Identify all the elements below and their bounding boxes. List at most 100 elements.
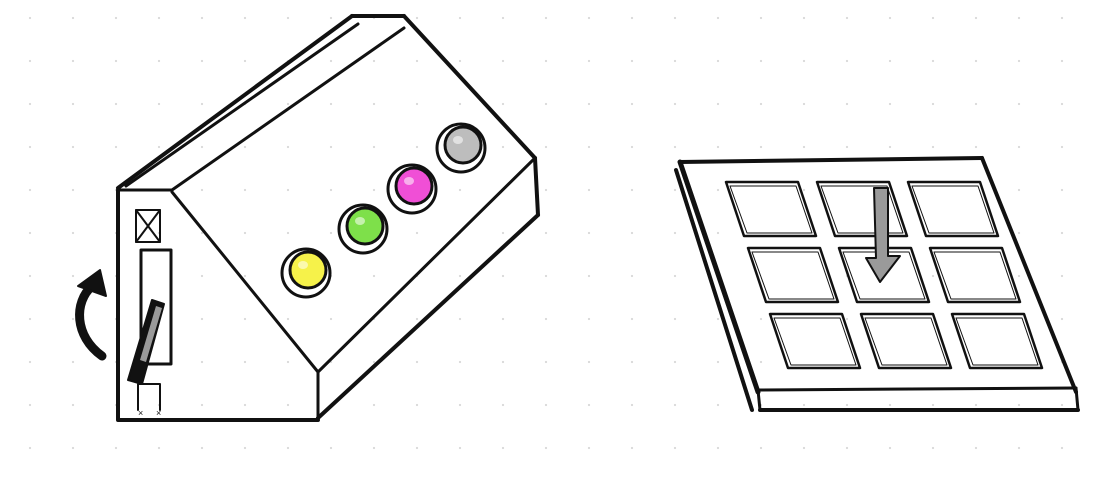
grid-dot [544,16,548,20]
grid-dot [28,317,32,321]
grid-dot [673,360,677,364]
grid-dot [200,403,204,407]
box-ridge-inner [124,22,360,188]
grid-dot [243,360,247,364]
grid-dot [630,231,634,235]
keypad-right-edge [980,156,1078,394]
keypad [674,156,1080,412]
grid-dot [501,446,505,450]
grid-dot [501,16,505,20]
keypad-key[interactable] [906,180,1000,238]
grid-dot [716,446,720,450]
grid-dot [544,231,548,235]
grid-dot [845,59,849,63]
keypad-key[interactable] [768,312,862,370]
grid-dot [888,446,892,450]
grid-dot [372,102,376,106]
grid-dot [888,59,892,63]
grid-dot [974,59,978,63]
grid-dot [888,102,892,106]
grid-dot [458,446,462,450]
keypad-left-edge-thick [674,168,754,412]
panel-button[interactable] [280,247,332,299]
grid-dot [114,145,118,149]
grid-dot [673,274,677,278]
grid-dot [1060,16,1064,20]
grid-dot [458,360,462,364]
grid-dot [28,274,32,278]
grid-dot [28,16,32,20]
box-side-panel [116,188,320,422]
panel-button[interactable] [386,163,438,215]
grid-dot [1060,231,1064,235]
panel-button[interactable] [337,203,389,255]
grid-dot [759,145,763,149]
grid-dot [716,59,720,63]
grid-dot [71,145,75,149]
grid-dot [200,145,204,149]
grid-dot [845,403,849,407]
keypad-key[interactable] [950,312,1044,370]
grid-dot [243,59,247,63]
grid-dot [587,403,591,407]
key-grid [724,180,1044,370]
grid-dot [243,446,247,450]
keypad-key[interactable] [928,246,1022,304]
grid-dot [372,145,376,149]
grid-dot [28,231,32,235]
grid-dot [329,317,333,321]
keypad-front-top [756,386,1078,392]
grid-dot [1017,102,1021,106]
grid-dot [974,446,978,450]
keypad-key[interactable] [815,180,909,238]
panel-button[interactable] [435,122,487,174]
keypad-key[interactable] [859,312,953,370]
grid-dot [1060,102,1064,106]
grid-dot [28,59,32,63]
box-right-vertical [533,156,540,217]
grid-dot [630,360,634,364]
grid-dot [931,102,935,106]
keypad-left-edge [677,159,761,395]
grid-dot [501,231,505,235]
grid-dot [415,231,419,235]
grid-dot [458,59,462,63]
grid-dot [501,145,505,149]
keypad-key[interactable] [746,246,840,304]
lever-base [137,383,161,411]
grid-dot [931,145,935,149]
grid-dot [329,231,333,235]
grid-dot [716,145,720,149]
grid-dot [888,403,892,407]
grid-dot [587,231,591,235]
grid-dot [286,360,290,364]
keypad-key[interactable] [724,180,818,238]
grid-dot [286,317,290,321]
grid-dot [501,102,505,106]
grid-dot [372,274,376,278]
grid-dot [630,102,634,106]
grid-dot [759,16,763,20]
grid-dot [71,231,75,235]
grid-dot [673,59,677,63]
grid-dot [587,317,591,321]
grid-dot [286,403,290,407]
grid-dot [200,188,204,192]
grid-dot [28,360,32,364]
grid-dot [587,102,591,106]
grid-dot [28,188,32,192]
grid-dot [630,145,634,149]
grid-dot [28,403,32,407]
grid-dot [501,317,505,321]
grid-dot [28,102,32,106]
grid-dot [544,446,548,450]
grid-dot [200,317,204,321]
grid-dot [587,16,591,20]
lever-handle[interactable] [127,299,165,385]
grid-dot [501,274,505,278]
grid-dot [888,16,892,20]
grid-dot [716,317,720,321]
grid-dot [931,403,935,407]
grid-dot [458,403,462,407]
grid-dot [71,317,75,321]
